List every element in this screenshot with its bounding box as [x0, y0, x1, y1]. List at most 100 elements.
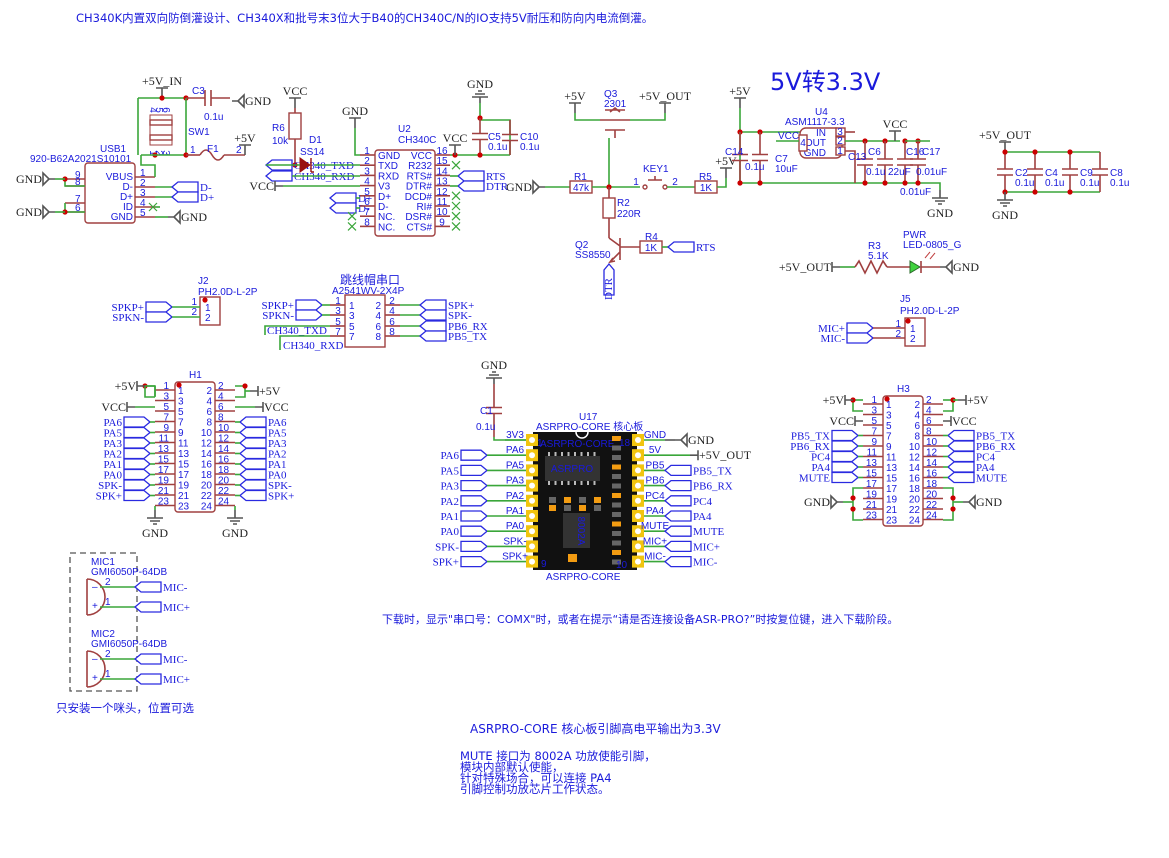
u2-pin-name: TXD [378, 161, 398, 172]
ground-icon [997, 192, 1013, 207]
pad-hole [635, 528, 641, 535]
led-ref: PWR [903, 230, 926, 241]
key1-contact [662, 184, 668, 190]
gnd-label: GND [506, 180, 532, 194]
d1-ref: D1 [309, 135, 322, 146]
capacitor-c6 [877, 141, 893, 183]
net-flag [238, 468, 267, 481]
jumper-pin: 5 [349, 322, 355, 333]
net-flag [123, 479, 152, 491]
smd-component [612, 512, 621, 517]
c10-value: 0.1u [520, 142, 539, 153]
smd-component [612, 436, 621, 441]
power-port-icon [854, 416, 863, 426]
capacitor-c1 [486, 384, 502, 437]
net-label: PB6_RX [448, 321, 488, 333]
resistor-value: 47k [573, 183, 590, 194]
c3-ref: C3 [192, 86, 205, 97]
net-label: MIC+ [818, 323, 845, 335]
c17-ref: C17 [922, 147, 941, 158]
power-label: +5V [234, 131, 256, 145]
smd-component [549, 497, 556, 503]
chip-pin [580, 481, 583, 485]
gnd-label: GND [142, 526, 168, 540]
power-label: VCC [264, 400, 289, 414]
u4-pin-name: IN [816, 128, 826, 139]
diode-cathode [310, 158, 314, 173]
jumper-pin: 3 [335, 306, 341, 317]
u4-pin-number: 3 [837, 127, 843, 138]
u4-pin-number: 1 [837, 146, 843, 157]
sw1-pin: 3 [160, 150, 171, 156]
header-h3-pin-number: 1 [886, 400, 892, 411]
wire [930, 182, 941, 190]
usb-shield-number: 9 [75, 170, 81, 181]
net-flag [460, 540, 489, 553]
power-port-icon [958, 395, 967, 405]
usb-pin-name: ID [123, 202, 133, 213]
power-port-icon [449, 144, 461, 155]
mic-ref: MIC1 [91, 557, 115, 568]
ground-icon [940, 259, 953, 275]
microphone-icon [86, 650, 106, 688]
r6-value: 10k [272, 136, 289, 147]
jumper-pin: 5 [335, 317, 341, 328]
header-h1-pin-number: 22 [201, 491, 213, 502]
header-h3-pin-number: 17 [866, 479, 878, 490]
power-port-icon [239, 144, 251, 155]
net-label: RTS [696, 242, 716, 254]
c14-value: 0.1u [745, 162, 764, 173]
wire [943, 487, 954, 521]
ground-icon [42, 171, 55, 187]
header-h1-pin-number: 14 [201, 449, 213, 460]
header-h3-pin-number: 15 [886, 474, 898, 485]
wire [717, 178, 727, 188]
usb-pin-number: 3 [140, 188, 146, 199]
net-flag [663, 495, 692, 507]
r3-ref: R3 [868, 241, 881, 252]
u2-pin-number: 4 [364, 177, 370, 188]
u17-pin-name: 3V3 [506, 430, 524, 441]
u17-pin-name: SPK- [503, 536, 526, 547]
junction-dot [850, 506, 856, 512]
u17-pin-name: PB6 [646, 476, 665, 487]
wire [845, 150, 856, 183]
header-h1-pin-number: 15 [158, 455, 170, 466]
no-connect-mark [347, 211, 357, 221]
net-label: PA1 [103, 459, 122, 471]
c6-value: 0.1u [866, 167, 885, 178]
cap-value: 0.1u [1015, 178, 1034, 189]
header-h1-pin-number: 23 [158, 497, 170, 508]
net-flag [831, 471, 860, 484]
jumper-pin: 4 [389, 306, 395, 317]
chip-pin [554, 481, 557, 485]
gnd-label: GND [245, 94, 271, 108]
u17-pin-name: PA3 [506, 476, 525, 487]
capacitor-c14 [732, 132, 748, 183]
header-h3-pin-number: 3 [871, 406, 877, 417]
pad-hole [635, 467, 641, 474]
power-label: +5V [715, 154, 737, 168]
header-h3-pin-number: 24 [926, 511, 938, 522]
power-label: VCC [443, 131, 468, 145]
header-h1-pin-number: 4 [218, 392, 224, 403]
net-flag [460, 510, 489, 522]
jumper-pin: 1 [335, 296, 341, 307]
net-label: PC4 [976, 452, 995, 464]
jumper-pin: 8 [375, 332, 381, 343]
usb-part: 920-B62A2021S10101 [30, 154, 132, 165]
no-connect-mark [451, 201, 461, 211]
resistor-r2 [602, 197, 616, 219]
net-flag [831, 440, 860, 452]
j5-pin: 2 [910, 334, 916, 345]
power-port-icon [289, 97, 301, 108]
header-h1-pin-number: 9 [178, 428, 184, 439]
header-h3-pin-number: 15 [866, 469, 878, 480]
capacitor-c9 [1062, 152, 1078, 192]
chip-pin [548, 452, 550, 456]
header-h1-pin-number: 4 [206, 397, 212, 408]
jumper-pin: 6 [389, 317, 395, 328]
power-port-icon [349, 117, 361, 128]
pad-hole [635, 543, 641, 550]
net-label: PA5 [268, 428, 287, 440]
